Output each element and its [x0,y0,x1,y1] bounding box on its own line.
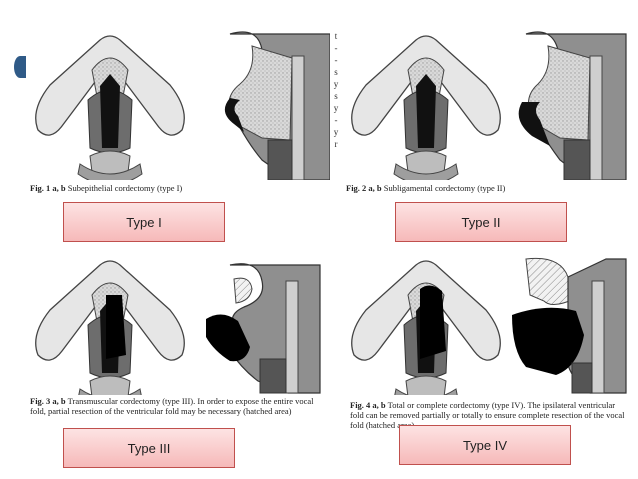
type-2-label-text: Type II [461,214,501,230]
figure-1-caption: Fig. 1 a, b Subepithelial cordectomy (ty… [30,183,320,193]
figure-3-caption: Fig. 3 a, b Transmuscular cordectomy (ty… [30,396,320,416]
type-4-label: Type IV [399,425,571,465]
figure-3: Fig. 3 a, b Transmuscular cordectomy (ty… [30,255,330,416]
cordectomy-type-3-illustration [35,260,321,411]
cordectomy-type-1-illustration [35,31,331,186]
figure-1: Fig. 1 a, b Subepithelial cordectomy (ty… [30,20,331,193]
figure-3-caption-text: Transmuscular cordectomy (type III). In … [30,396,314,416]
figure-1-caption-text: Subepithelial cordectomy (type I) [67,183,183,193]
cordectomy-type-4-illustration [351,257,627,411]
figure-4-caption: Fig. 4 a, b Total or complete cordectomy… [350,400,626,430]
type-3-label: Type III [63,428,235,468]
figure-1-caption-fig: Fig. 1 a, b [30,183,66,193]
type-1-label-text: Type I [126,214,162,230]
slide-bullet [14,56,26,78]
figure-2-caption-text: Subligamental cordectomy (type II) [383,183,506,193]
figure-4-caption-fig: Fig. 4 a, b [350,400,386,410]
type-4-label-text: Type IV [462,437,508,453]
figure-4-caption-text: Total or complete cordectomy (type IV). … [350,400,625,430]
figure-3-caption-fig: Fig. 3 a, b [30,396,66,406]
type-2-label: Type II [395,202,567,242]
type-3-label-text: Type III [127,440,171,456]
figure-2-caption-fig: Fig. 2 a, b [346,183,382,193]
figure-4: Fig. 4 a, b Total or complete cordectomy… [346,255,636,430]
type-1-label: Type I [63,202,225,242]
cordectomy-type-2-illustration [351,31,627,186]
figure-2-caption: Fig. 2 a, b Subligamental cordectomy (ty… [346,183,626,193]
figure-2: Fig. 2 a, b Subligamental cordectomy (ty… [346,20,636,193]
